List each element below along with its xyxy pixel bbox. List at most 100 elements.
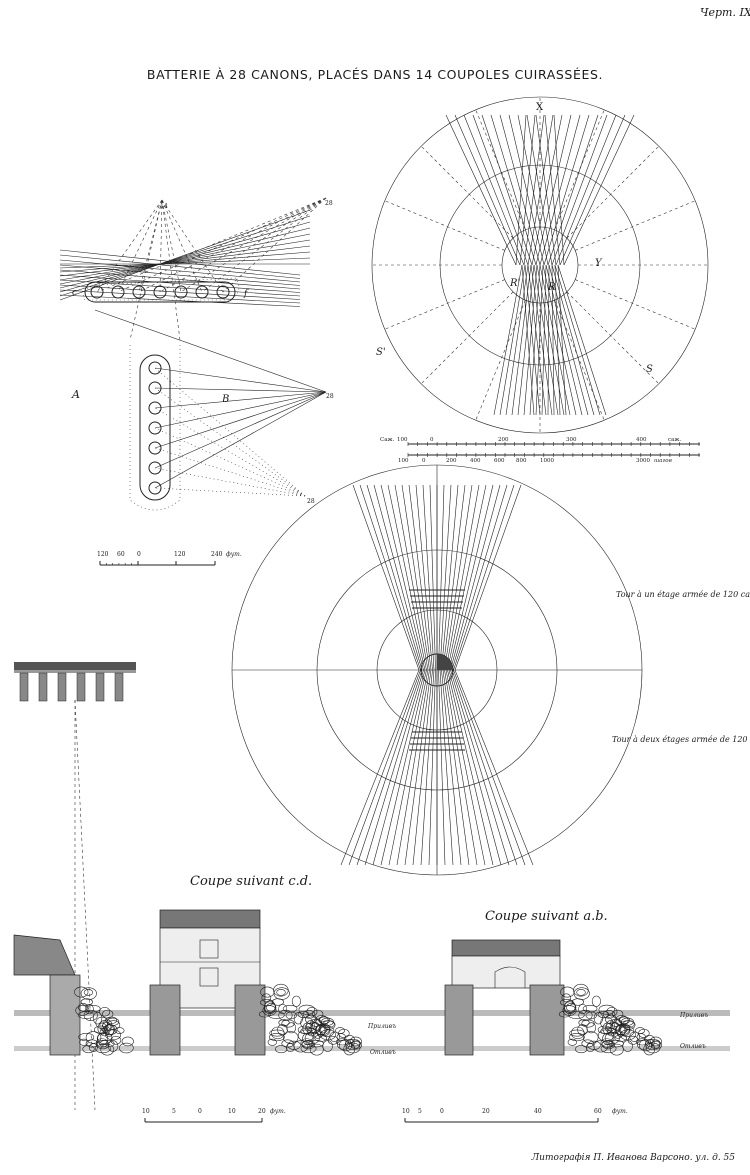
fan-line xyxy=(420,669,435,866)
rubble-stone xyxy=(101,1021,112,1034)
rubble-stone xyxy=(99,1006,111,1017)
rubble-stone xyxy=(568,1011,585,1019)
circle-scale-bottom-tick-0: 100 xyxy=(398,458,409,464)
circle-label-r2: R' xyxy=(509,278,520,289)
fan-line xyxy=(451,484,508,671)
rubble-stone xyxy=(83,1009,98,1021)
rubble-stone xyxy=(318,1025,328,1034)
rubble-stone xyxy=(318,1016,331,1024)
ray-line xyxy=(154,367,306,497)
fan-line xyxy=(387,484,427,671)
rubble-stone xyxy=(74,986,89,998)
fire-line xyxy=(59,264,301,286)
rubble-stone xyxy=(82,1045,95,1054)
sec-right-tick-3: 20 xyxy=(482,1108,490,1115)
ray-line xyxy=(154,467,306,497)
fan-line xyxy=(438,669,446,866)
circle-label-r: R xyxy=(547,282,556,293)
fire-line xyxy=(59,274,301,293)
rubble-stone xyxy=(275,1045,288,1054)
fan-line xyxy=(508,114,545,266)
plan-label-f: f xyxy=(243,289,249,299)
rubble-stone xyxy=(83,988,94,996)
fan-line xyxy=(454,484,522,671)
rubble-stone xyxy=(264,1000,276,1013)
fan-line xyxy=(442,669,470,866)
rubble-stone xyxy=(614,1015,629,1027)
ray-line xyxy=(154,487,306,497)
fan-line xyxy=(380,669,427,866)
fan-line xyxy=(380,484,426,671)
fan-line xyxy=(373,484,424,671)
rubble-stone xyxy=(587,1040,601,1050)
radial-line xyxy=(475,299,526,421)
fan-line xyxy=(441,669,462,866)
ray-line xyxy=(154,407,306,497)
radial-line xyxy=(566,145,660,239)
radial-line xyxy=(420,291,514,385)
rubble-stone xyxy=(571,1026,585,1040)
rubble-stone xyxy=(564,1000,576,1013)
rubble-stone xyxy=(581,1019,595,1028)
circle-scale-top-tick-2: 200 xyxy=(498,437,509,443)
rubble-stone xyxy=(278,1019,290,1026)
fan-line xyxy=(499,264,526,416)
rubble-stone xyxy=(105,1016,118,1024)
rubble-stone xyxy=(619,1023,631,1036)
sections: Coupe suivant c.d. Приливъ Отливъ Coupe … xyxy=(13,874,730,1056)
rubble-stone xyxy=(105,1029,122,1041)
ray-line xyxy=(117,197,327,293)
rubble-stone xyxy=(335,1038,349,1046)
rubble-stone xyxy=(569,1029,585,1037)
section-scale-right: 10 5 0 20 40 60 фут. xyxy=(402,1108,628,1123)
circle-scale-bottom-tick-3: 400 xyxy=(470,458,481,464)
ray-line xyxy=(154,391,327,469)
fan-line xyxy=(517,264,535,416)
fan-line xyxy=(536,264,565,416)
ray-line xyxy=(159,197,327,293)
rubble-stone xyxy=(578,1019,590,1026)
fan-line xyxy=(356,669,423,866)
rubble-stone xyxy=(285,1011,297,1020)
rubble-stone xyxy=(586,1043,595,1053)
fan-line xyxy=(396,669,430,866)
rubble-stone xyxy=(575,1045,588,1054)
rubble-stone xyxy=(77,1003,89,1012)
fan-line xyxy=(539,114,581,266)
fan-line xyxy=(554,264,561,416)
radial-line xyxy=(566,291,660,385)
rubble-stone xyxy=(110,1035,122,1045)
rubble-stone xyxy=(278,1009,293,1021)
rubble-stone xyxy=(613,1029,623,1039)
circular-firing-plan: X Y S S' R R' xyxy=(371,96,709,434)
rubble-stone xyxy=(573,983,589,997)
rubble-stone xyxy=(585,1011,597,1020)
circle-scale-top-label: Саж. xyxy=(380,437,395,443)
rubble-stone xyxy=(287,1040,301,1050)
fan-line xyxy=(553,114,565,266)
ray-line xyxy=(154,427,306,497)
fan-line xyxy=(519,114,536,266)
fire-line xyxy=(59,257,311,269)
fan-line xyxy=(439,669,454,866)
fan-line xyxy=(412,669,433,866)
plate-number: Черт. IX. xyxy=(700,6,750,19)
tower-note-two: Tour à deux étages armée de 120 canons. xyxy=(612,735,750,744)
fan-line xyxy=(548,264,589,416)
fan-line xyxy=(493,264,523,416)
fire-line xyxy=(59,251,311,273)
fan-line xyxy=(359,484,421,671)
rubble-stone xyxy=(273,983,289,997)
fan-line xyxy=(535,264,544,416)
fan-line xyxy=(352,484,420,671)
fan-line xyxy=(481,114,533,266)
fan-line xyxy=(547,264,550,416)
tower-note-one: Tour à un étage armée de 120 canons. xyxy=(616,590,750,599)
circle-scale-bottom-tick-5: 800 xyxy=(516,458,527,464)
rubble-stone xyxy=(622,1040,633,1052)
left-elevation xyxy=(14,662,136,1111)
fan-line xyxy=(444,669,478,866)
section-scale-left: 10 5 0 10 20 фут. xyxy=(142,1108,286,1123)
rubble-stone xyxy=(97,1022,107,1035)
ray-line xyxy=(154,391,327,409)
